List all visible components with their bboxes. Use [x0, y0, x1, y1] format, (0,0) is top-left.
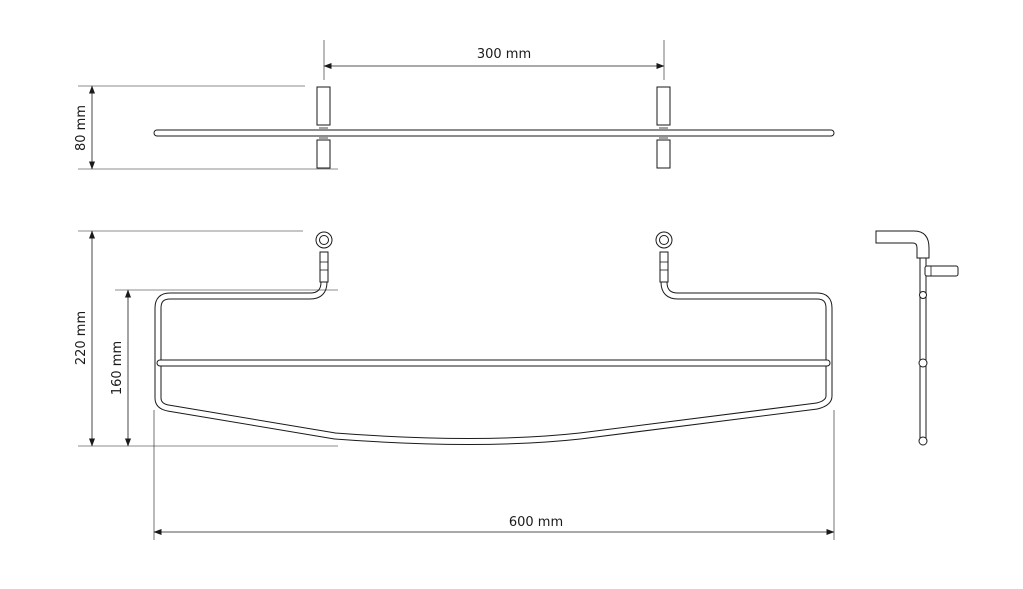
depth-label: 80 mm: [74, 105, 89, 151]
side-frame: [876, 233, 927, 445]
front-height-label: 160 mm: [110, 341, 125, 395]
left-bracket-front-view: [315, 231, 333, 283]
overall-height-label: 220 mm: [74, 311, 89, 365]
side-view: [875, 230, 959, 446]
left-post-top-view: [316, 86, 331, 169]
top-view: 300 mm 80 mm: [74, 40, 835, 170]
shelf-frame: [154, 252, 833, 445]
overall-width-label: 600 mm: [509, 515, 563, 530]
bracket-spacing-label: 300 mm: [477, 47, 531, 62]
right-bracket-front-view: [655, 231, 673, 283]
front-view: 220 mm 160 mm 600 mm: [74, 230, 835, 540]
right-post-top-view: [656, 86, 671, 169]
side-wall-fixing: [924, 265, 959, 277]
